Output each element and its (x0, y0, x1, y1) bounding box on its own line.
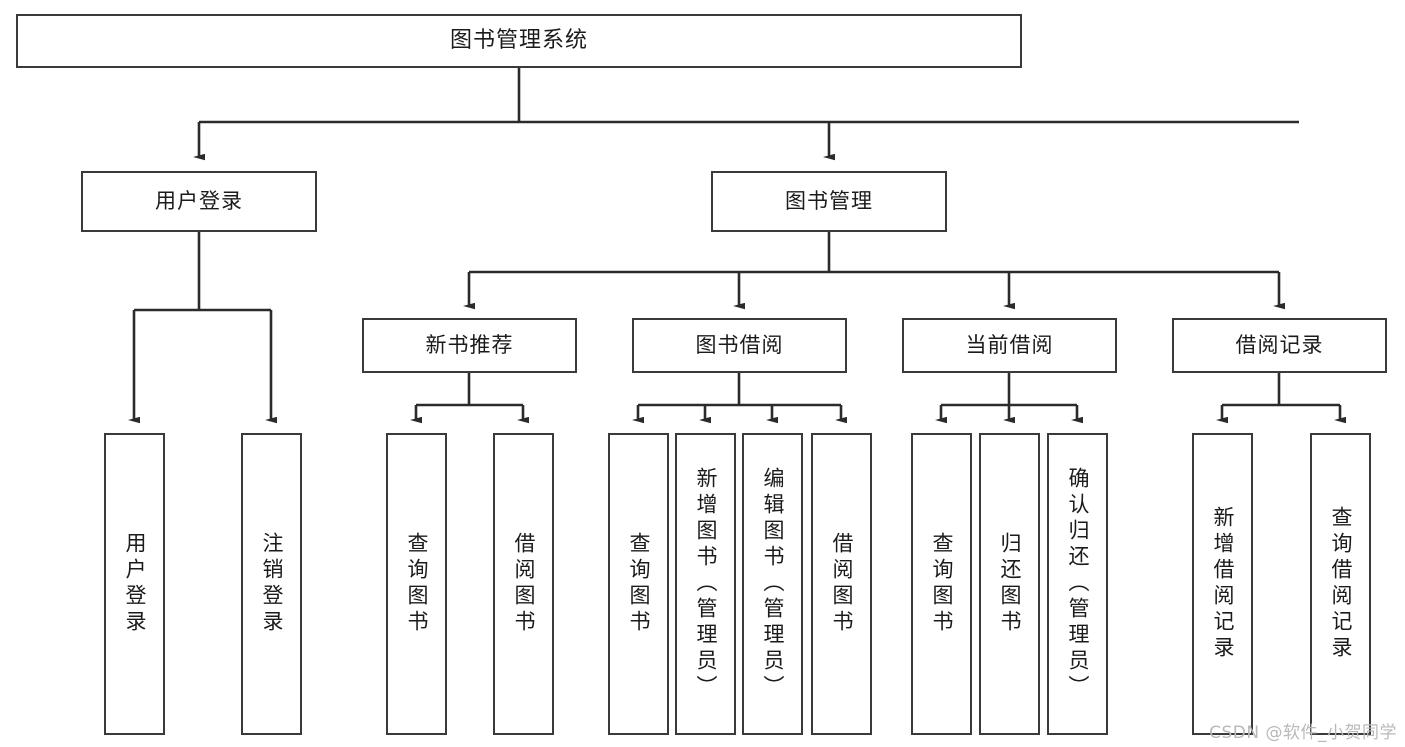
node-current-borrow[interactable]: 当前借阅 (902, 318, 1117, 373)
leaf-borrow-book-2[interactable]: 借阅图书 (811, 433, 872, 735)
leaf-edit-book-label: 编辑图书（管理员） (761, 467, 785, 701)
leaf-query-book-3-label: 查询图书 (930, 532, 954, 636)
leaf-confirm-return[interactable]: 确认归还（管理员） (1047, 433, 1108, 735)
leaf-query-book-2[interactable]: 查询图书 (608, 433, 669, 735)
leaf-borrow-book-1-label: 借阅图书 (512, 532, 536, 636)
node-new-book-recommend-label: 新书推荐 (425, 333, 514, 358)
leaf-add-book-label: 新增图书（管理员） (694, 467, 718, 701)
leaf-user-login[interactable]: 用户登录 (104, 433, 165, 735)
leaf-add-record-label: 新增借阅记录 (1211, 506, 1235, 662)
leaf-edit-book[interactable]: 编辑图书（管理员） (742, 433, 803, 735)
node-current-borrow-label: 当前借阅 (965, 333, 1054, 358)
node-book-borrow-label: 图书借阅 (695, 333, 784, 358)
node-user-login[interactable]: 用户登录 (81, 171, 317, 232)
leaf-return-book[interactable]: 归还图书 (979, 433, 1040, 735)
leaf-borrow-book-1[interactable]: 借阅图书 (493, 433, 554, 735)
leaf-user-logout[interactable]: 注销登录 (241, 433, 302, 735)
leaf-user-logout-label: 注销登录 (260, 532, 284, 636)
leaf-query-book-1-label: 查询图书 (405, 532, 429, 636)
leaf-user-login-label: 用户登录 (123, 532, 147, 636)
csdn-watermark: CSDN @软件_小贺同学 (1209, 723, 1397, 743)
node-book-borrow[interactable]: 图书借阅 (632, 318, 847, 373)
leaf-confirm-return-label: 确认归还（管理员） (1066, 467, 1090, 701)
leaf-add-record[interactable]: 新增借阅记录 (1192, 433, 1253, 735)
node-root[interactable]: 图书管理系统 (16, 14, 1022, 68)
leaf-query-record-label: 查询借阅记录 (1329, 506, 1353, 662)
node-user-login-label: 用户登录 (155, 189, 243, 214)
leaf-borrow-book-2-label: 借阅图书 (830, 532, 854, 636)
leaf-query-book-3[interactable]: 查询图书 (911, 433, 972, 735)
node-new-book-recommend[interactable]: 新书推荐 (362, 318, 577, 373)
leaf-query-book-2-label: 查询图书 (627, 532, 651, 636)
node-book-manage[interactable]: 图书管理 (711, 171, 947, 232)
node-borrow-record-label: 借阅记录 (1235, 333, 1324, 358)
leaf-query-book-1[interactable]: 查询图书 (386, 433, 447, 735)
node-book-manage-label: 图书管理 (785, 189, 873, 214)
leaf-return-book-label: 归还图书 (998, 532, 1022, 636)
node-root-label: 图书管理系统 (449, 28, 588, 54)
leaf-add-book[interactable]: 新增图书（管理员） (675, 433, 736, 735)
leaf-query-record[interactable]: 查询借阅记录 (1310, 433, 1371, 735)
node-borrow-record[interactable]: 借阅记录 (1172, 318, 1387, 373)
